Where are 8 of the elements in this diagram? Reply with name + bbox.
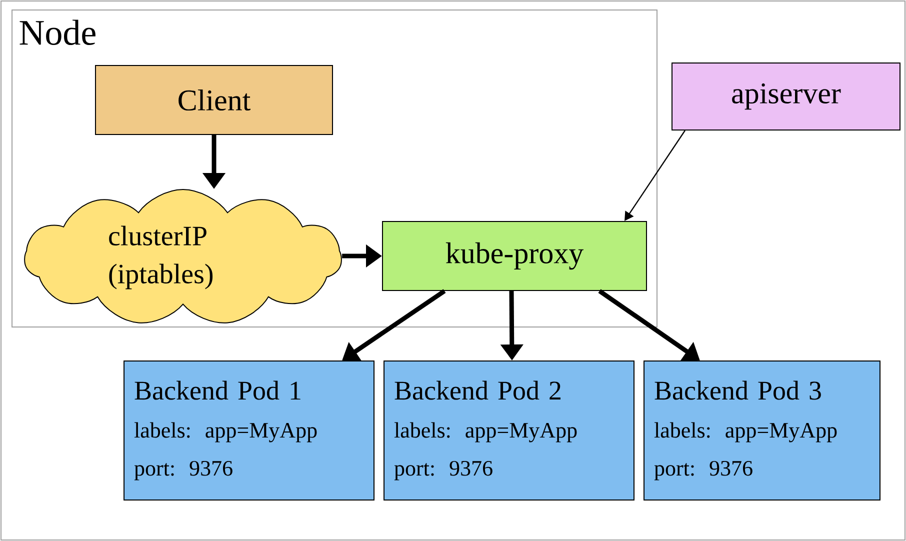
pod-box: Backend Pod 2 labels: app=MyApp port: 9376 bbox=[384, 360, 634, 500]
arrow bbox=[624, 130, 686, 221]
pod-box: Backend Pod 1 labels: app=MyApp port: 9376 bbox=[124, 360, 374, 500]
pod-box: Backend Pod 3 labels: app=MyApp port: 9376 bbox=[644, 360, 880, 500]
frame-title: Node bbox=[20, 20, 96, 46]
process-box: apiserver bbox=[672, 62, 900, 130]
process-box: Client bbox=[95, 65, 333, 135]
process-box: kube-proxy bbox=[382, 221, 647, 291]
